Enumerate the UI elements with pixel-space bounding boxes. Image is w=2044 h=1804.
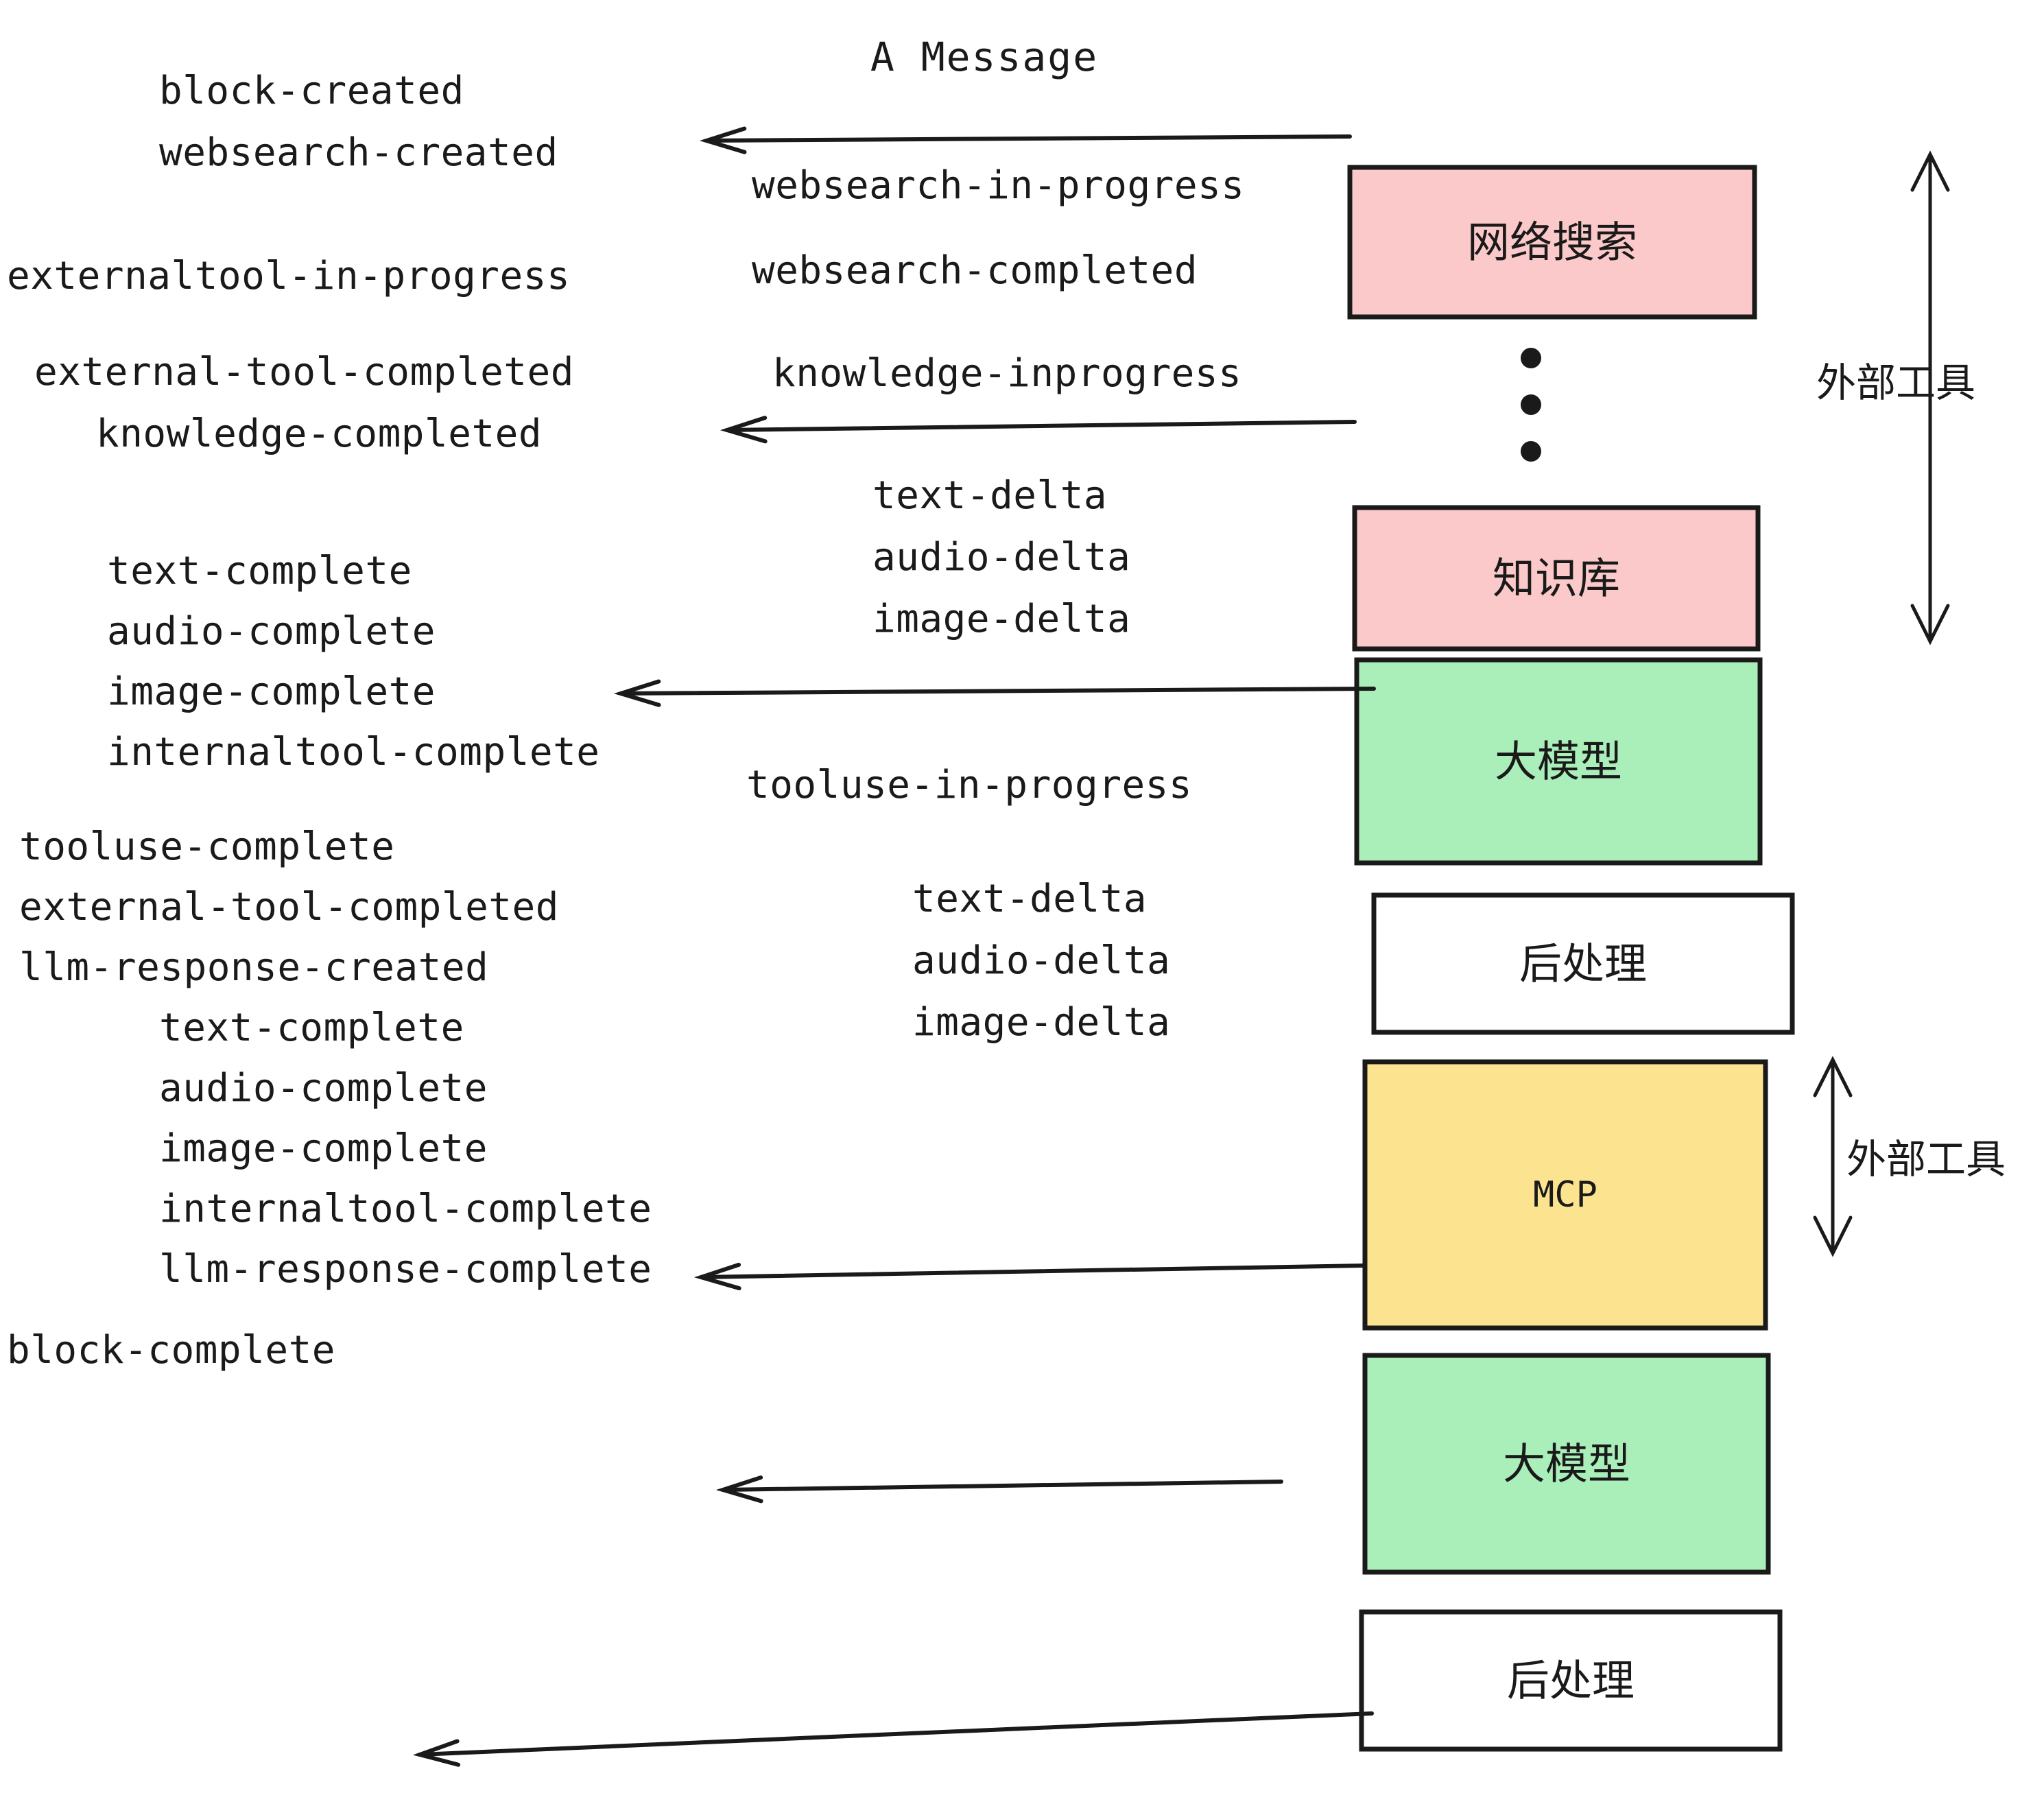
- external-tools-arrow-bottom: [1813, 1056, 1853, 1257]
- side-label-external-tools-top: 外部工具: [1816, 359, 1975, 406]
- mid-image-delta-2: image-delta: [912, 1000, 1170, 1045]
- left-external-tool-completed-2: external-tool-completed: [19, 885, 559, 929]
- box-llm-2-rect[interactable]: [1362, 1353, 1771, 1575]
- left-llm-response-complete: llm-response-complete: [159, 1247, 652, 1292]
- mid-tooluse-in-progress: tooluse-in-progress: [746, 763, 1192, 807]
- connector-arrow-group: [412, 126, 1376, 1767]
- left-externaltool-in-progress: externaltool-in-progress: [7, 254, 570, 298]
- box-knowledge-rect[interactable]: [1352, 505, 1761, 652]
- mid-audio-delta-2: audio-delta: [912, 938, 1170, 983]
- arrowhead-icon: [1910, 604, 1950, 645]
- box-llm-1[interactable]: 大模型: [1354, 657, 1763, 866]
- arrowhead-icon: [613, 679, 661, 707]
- arrow-postprocess-to-left: [613, 679, 1376, 707]
- mid-audio-delta-1: audio-delta: [872, 535, 1130, 580]
- left-external-tool-completed-1: external-tool-completed: [34, 350, 574, 394]
- left-audio-complete-1: audio-complete: [107, 609, 436, 654]
- mid-websearch-completed: websearch-completed: [752, 248, 1198, 293]
- left-image-complete-1: image-complete: [107, 669, 436, 714]
- side-label-external-tools-bottom: 外部工具: [1846, 1136, 2006, 1183]
- box-postprocess-1-label: 后处理: [1519, 939, 1647, 989]
- mid-knowledge-inprogress: knowledge-inprogress: [772, 351, 1241, 396]
- box-llm-1-label: 大模型: [1495, 737, 1622, 787]
- left-knowledge-completed: knowledge-completed: [96, 412, 542, 456]
- page-title: A Message: [870, 34, 1098, 80]
- arrow-mcp-to-tooluse: [693, 1262, 1367, 1291]
- left-block-created: block-created: [159, 69, 464, 113]
- box-knowledge[interactable]: 知识库: [1352, 505, 1761, 652]
- left-text-complete-2: text-complete: [159, 1006, 464, 1050]
- left-audio-complete-2: audio-complete: [159, 1066, 488, 1111]
- external-tools-arrow-top: [1910, 150, 1950, 645]
- left-internaltool-complete-1: internaltool-complete: [107, 730, 600, 774]
- ellipsis-dot-3: [1521, 441, 1541, 462]
- box-websearch-label: 网络搜索: [1467, 217, 1637, 268]
- box-mcp[interactable]: MCP: [1362, 1059, 1768, 1331]
- events-mid-column: websearch-in-progress websearch-completed…: [746, 163, 1245, 1045]
- box-knowledge-label: 知识库: [1493, 554, 1620, 604]
- left-image-complete-2: image-complete: [159, 1126, 488, 1171]
- box-postprocess-1-rect[interactable]: [1371, 892, 1795, 1035]
- arrow-post2-to-block: [412, 1711, 1374, 1767]
- arrow-websearch-to-block: [699, 126, 1352, 154]
- side-label-group: 外部工具 外部工具: [1816, 359, 2006, 1183]
- left-tooluse-complete: tooluse-complete: [19, 824, 394, 869]
- arrowhead-icon: [1910, 150, 1950, 192]
- left-internaltool-complete-2: internaltool-complete: [159, 1187, 652, 1231]
- box-websearch-rect[interactable]: [1347, 165, 1757, 320]
- arrowhead-icon: [720, 416, 768, 444]
- box-postprocess-2-rect[interactable]: [1359, 1609, 1783, 1752]
- arrowhead-icon: [699, 126, 747, 154]
- mid-websearch-in-progress: websearch-in-progress: [752, 163, 1245, 208]
- box-postprocess-1[interactable]: 后处理: [1371, 892, 1795, 1035]
- mid-image-delta-1: image-delta: [872, 597, 1130, 641]
- mid-text-delta-1: text-delta: [872, 473, 1107, 518]
- arrowhead-icon: [412, 1739, 461, 1767]
- vertical-ellipsis-icon: [1521, 348, 1541, 462]
- box-postprocess-2[interactable]: 后处理: [1359, 1609, 1783, 1752]
- arrow-llm2-to-audio: [715, 1475, 1283, 1504]
- left-websearch-created: websearch-created: [159, 130, 558, 175]
- box-llm-2[interactable]: 大模型: [1362, 1353, 1771, 1575]
- arrowhead-icon: [715, 1475, 763, 1504]
- left-text-complete-1: text-complete: [107, 549, 412, 593]
- ellipsis-dot-2: [1521, 394, 1541, 415]
- mid-text-delta-2: text-delta: [912, 877, 1147, 921]
- external-tool-double-arrow-group: [1813, 150, 1950, 1257]
- arrowhead-icon: [1813, 1215, 1853, 1257]
- events-left-column: block-created websearch-created externalto…: [7, 69, 652, 1373]
- arrowhead-icon: [1813, 1056, 1853, 1097]
- box-group: 网络搜索 知识库 大模型 后处理 MCP 大模型: [1347, 165, 1795, 1752]
- box-llm-1-rect[interactable]: [1354, 657, 1763, 866]
- ellipsis-dot-1: [1521, 348, 1541, 368]
- box-websearch[interactable]: 网络搜索: [1347, 165, 1757, 320]
- box-llm-2-label: 大模型: [1503, 1439, 1630, 1489]
- arrow-knowledge-to-left: [720, 416, 1357, 444]
- box-mcp-label: MCP: [1533, 1174, 1597, 1215]
- arrowhead-icon: [693, 1262, 741, 1291]
- left-llm-response-created: llm-response-created: [19, 945, 488, 990]
- box-postprocess-2-label: 后处理: [1507, 1656, 1635, 1706]
- left-block-complete: block-complete: [7, 1328, 335, 1373]
- box-mcp-rect[interactable]: [1362, 1059, 1768, 1331]
